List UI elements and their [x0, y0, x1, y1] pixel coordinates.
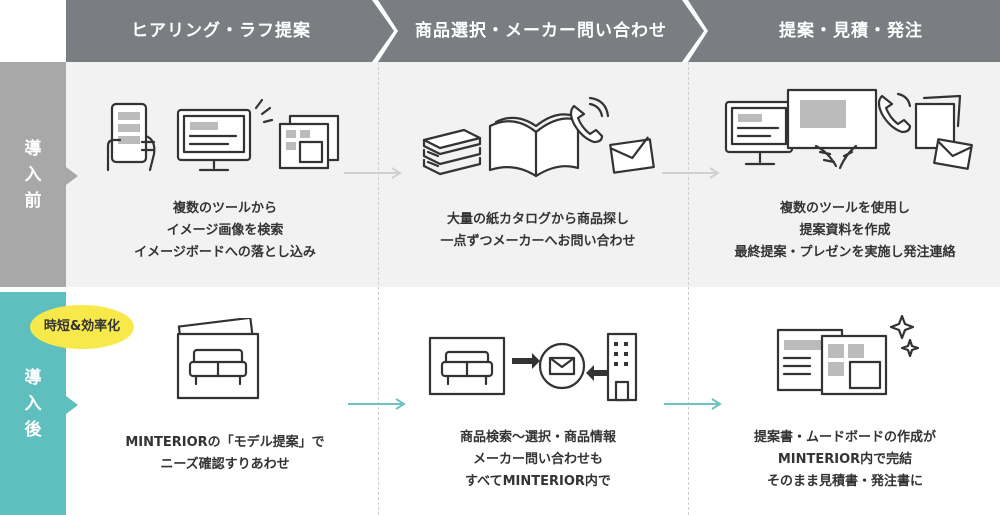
before-caption-3: 複数のツールを使用し 提案資料を作成 最終提案・プレゼンを実施し発注連絡: [695, 198, 995, 264]
open-catalog-icon: [488, 113, 580, 178]
envelope-icon: [933, 138, 973, 170]
after-caption-1: MINTERIORの「モデル提案」で ニーズ確認すりあわせ: [75, 432, 375, 476]
desktop-monitor-icon: [724, 100, 794, 166]
row-label-after-char-3: 後: [24, 419, 42, 440]
before-caption-1-line-2: イメージ画像を検索: [166, 223, 284, 238]
row-label-before-char-3: 前: [24, 190, 42, 211]
row-label-before-char-2: 入: [24, 164, 42, 185]
column-divider-2: [688, 62, 689, 515]
header-chevrons: [66, 0, 1000, 62]
proposal-documents-illustration: [776, 314, 920, 396]
smartphone-icon: [106, 102, 156, 172]
header-step-1-shape: [66, 0, 394, 62]
header-step-3-shape: [688, 0, 1000, 62]
sparkle-icon: [254, 98, 274, 124]
documents-icon: [278, 114, 340, 170]
before-caption-2: 大量の紙カタログから商品探し 一点ずつメーカーへお問い合わせ: [388, 209, 688, 253]
row-label-before-pointer: [66, 167, 78, 185]
header-step-1-label: ヒアリング・ラフ提案: [131, 21, 311, 41]
after-caption-2-line-1: 商品検索〜選択・商品情報: [459, 430, 616, 445]
documents-icon: [776, 328, 888, 396]
after-caption-3-line-2: MINTERIOR内で完結: [777, 452, 913, 467]
after-caption-2: 商品検索〜選択・商品情報 メーカー問い合わせも すべてMINTERIOR内で: [388, 427, 688, 493]
in-app-inquiry-illustration: [428, 332, 638, 402]
building-icon: [606, 332, 638, 402]
row-label-after-char-1: 導: [24, 367, 42, 388]
envelope-icon: [609, 136, 655, 174]
envelope-icon: [548, 356, 576, 376]
telephone-icon: [877, 92, 912, 134]
sofa-icon: [188, 348, 248, 386]
after-caption-2-line-2: メーカー問い合わせも: [472, 452, 603, 467]
before-caption-3-line-3: 最終提案・プレゼンを実施し発注連絡: [734, 245, 956, 260]
before-caption-1: 複数のツールから イメージ画像を検索 イメージボードへの落とし込み: [75, 198, 375, 264]
row-label-after-pointer: [66, 396, 78, 414]
search-tools-illustration: [106, 98, 340, 172]
after-caption-2-line-3: すべてMINTERIOR内で: [465, 474, 611, 489]
flow-arrow-before-2: [662, 167, 720, 179]
after-caption-1-line-2: ニーズ確認すりあわせ: [160, 457, 290, 472]
row-label-after-char-2: 入: [24, 393, 42, 414]
before-caption-1-line-1: 複数のツールから: [172, 201, 277, 216]
before-caption-3-line-1: 複数のツールを使用し: [779, 201, 910, 216]
paper-catalog-illustration: [422, 96, 655, 178]
flow-arrow-after-1: [348, 398, 406, 410]
column-divider-1: [378, 62, 379, 515]
after-caption-3-line-1: 提案書・ムードボードの作成が: [753, 430, 936, 445]
model-proposal-illustration: [176, 318, 260, 400]
sofa-icon: [440, 350, 494, 386]
header-step-2-label: 商品選択・メーカー問い合わせ: [415, 21, 667, 41]
after-caption-1-line-1: MINTERIORの「モデル提案」で: [125, 435, 325, 450]
row-label-before-char-1: 導: [24, 138, 42, 159]
efficiency-badge: 時短&効率化: [30, 305, 134, 349]
monitor-icon: [176, 108, 252, 172]
flow-arrow-before-1: [344, 167, 402, 179]
before-caption-1-line-3: イメージボードへの落とし込み: [134, 245, 316, 260]
after-caption-3: 提案書・ムードボードの作成が MINTERIOR内で完結 そのまま見積書・発注書…: [695, 427, 995, 493]
proposal-tools-illustration: [724, 88, 973, 170]
after-caption-3-line-3: そのまま見積書・発注書に: [766, 474, 923, 489]
sparkle-icon: [889, 314, 920, 358]
header-step-2-shape: [378, 0, 704, 62]
book-stack-icon: [422, 128, 482, 176]
before-caption-2-line-2: 一点ずつメーカーへお問い合わせ: [440, 234, 636, 249]
presentation-board-icon: [786, 88, 878, 170]
flow-arrow-after-2: [664, 398, 722, 410]
row-label-before: 導 入 前: [0, 62, 66, 287]
telephone-icon: [569, 96, 610, 144]
before-caption-2-line-1: 大量の紙カタログから商品探し: [446, 212, 629, 227]
exchange-arrows-icon: [512, 353, 614, 381]
before-caption-3-line-2: 提案資料を作成: [799, 223, 891, 238]
header-step-3-label: 提案・見積・発注: [779, 21, 923, 41]
